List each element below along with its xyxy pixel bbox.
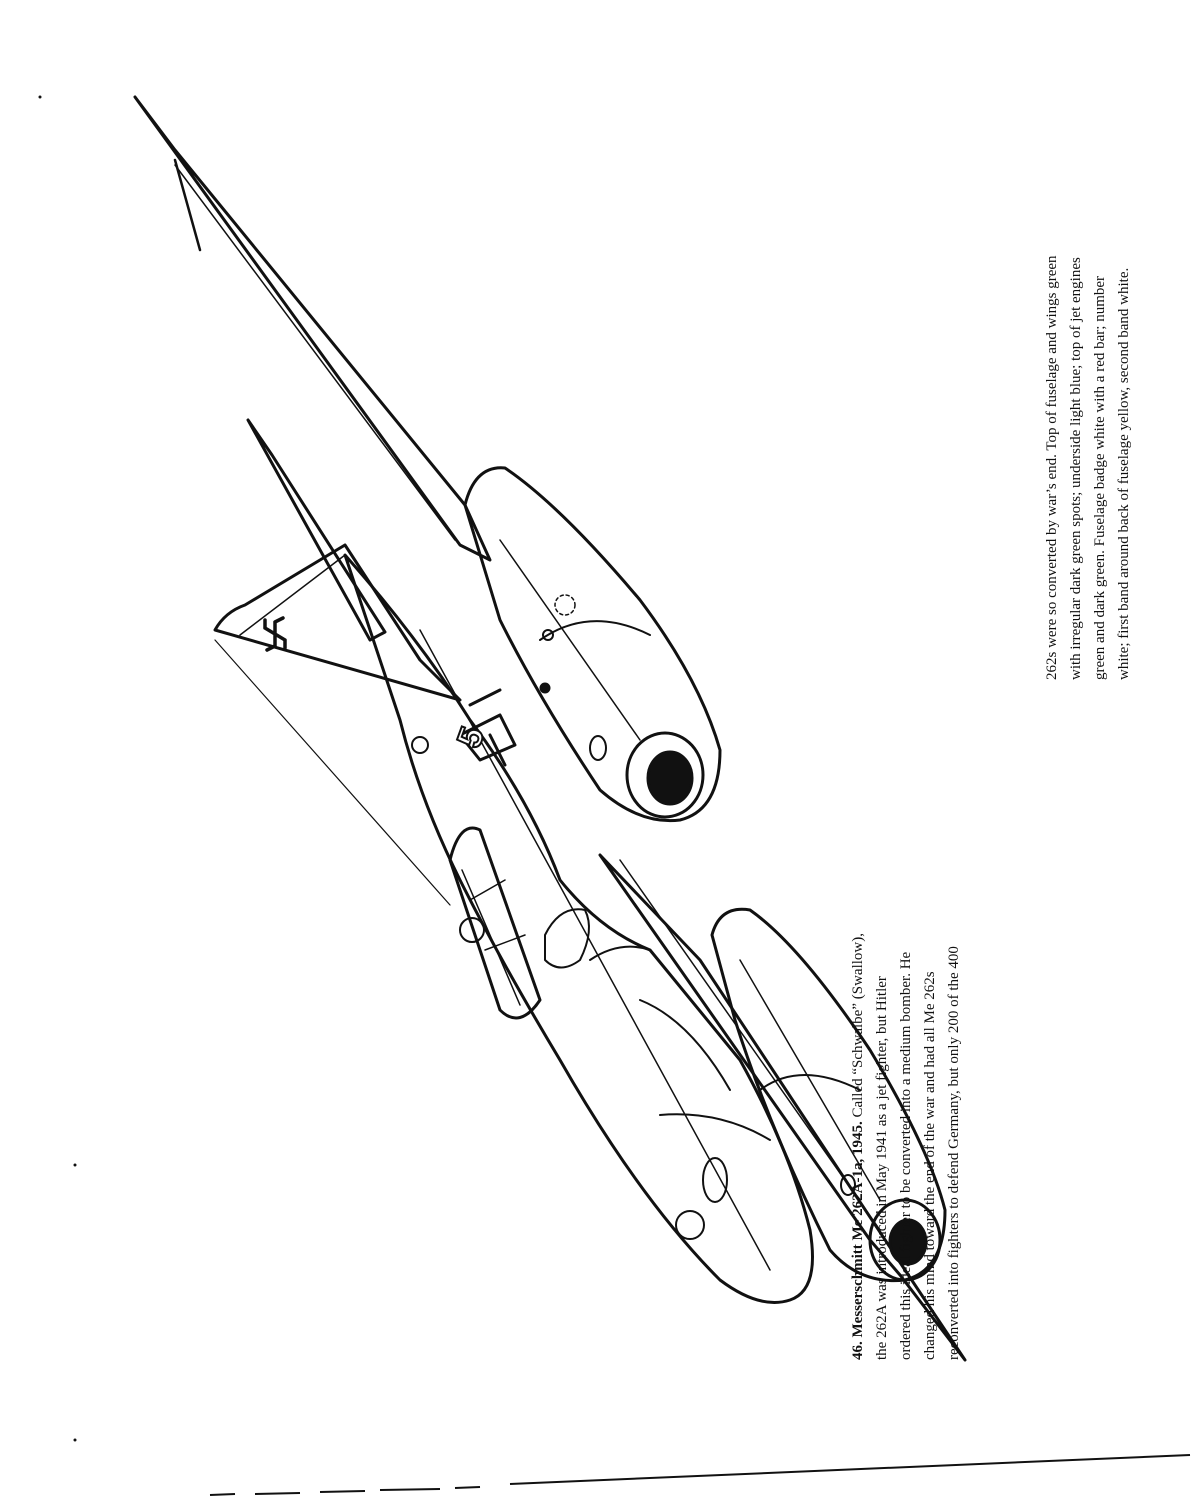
fuselage-badge	[544, 908, 590, 969]
near-engine-nacelle	[710, 907, 947, 1283]
print-speck	[73, 1163, 77, 1167]
near-engine-intake	[868, 1198, 942, 1282]
nose-cone-line	[659, 1113, 771, 1141]
far-wing-flap-line	[174, 164, 456, 541]
pilot-head	[459, 917, 485, 943]
plate-title: Messerschmitt Me 262A-1a, 1945.	[850, 1121, 866, 1338]
far-engine-panel-line	[539, 620, 651, 641]
antenna-wire	[214, 639, 451, 906]
plate-caption-continued: 262s were so converted by war’s end. Top…	[1040, 90, 1136, 680]
near-engine-intake-cone	[888, 1218, 928, 1266]
fuselage	[343, 553, 814, 1304]
caption-line-5: reconverted into fighters to defend Germ…	[946, 946, 962, 1360]
caption-cont-line-2: with irregular dark green spots; undersi…	[1068, 257, 1084, 680]
caption-text: Called “Schwalbe” (Swallow),	[850, 933, 866, 1118]
nose-gun-port	[675, 1210, 705, 1240]
far-engine-intake	[625, 731, 705, 819]
far-engine-intake-cone	[646, 750, 694, 806]
far-wing	[133, 95, 492, 562]
caption-cont-line-3: green and dark green. Fuselage badge whi…	[1092, 275, 1108, 680]
caption-line-2: the 262A was introduced in May 1941 as a…	[874, 976, 890, 1360]
caption-line-3: ordered this ideal fighter to be convert…	[898, 951, 914, 1360]
plate-caption: 46. Messerschmitt Me 262A-1a, 1945. Call…	[846, 740, 966, 1360]
caption-line-4: changed his mind toward the end of the w…	[922, 971, 938, 1360]
plate-number: 46.	[850, 1341, 866, 1360]
fuselage-spine-line	[419, 629, 771, 1271]
tail-fin	[213, 543, 462, 702]
tail-marking	[263, 616, 287, 652]
nose-panel-line	[639, 999, 731, 1091]
caption-cont-line-1: 262s were so converted by war’s end. Top…	[1044, 255, 1060, 680]
near-wing-flap-line	[619, 859, 881, 1231]
far-wing-pitot	[173, 158, 202, 252]
caption-line-1: 46. Messerschmitt Me 262A-1a, 1945. Call…	[846, 740, 870, 1360]
print-speck	[73, 1438, 77, 1442]
fuselage-number	[458, 688, 517, 767]
horizontal-stabilizer	[246, 418, 387, 642]
rudder-line	[239, 554, 346, 636]
canopy	[448, 826, 542, 1020]
print-speck	[38, 95, 42, 99]
nose-hatch	[702, 1157, 728, 1203]
far-engine-nacelle	[463, 466, 722, 823]
caption-cont-line-4: white; first band around back of fuselag…	[1116, 267, 1132, 680]
